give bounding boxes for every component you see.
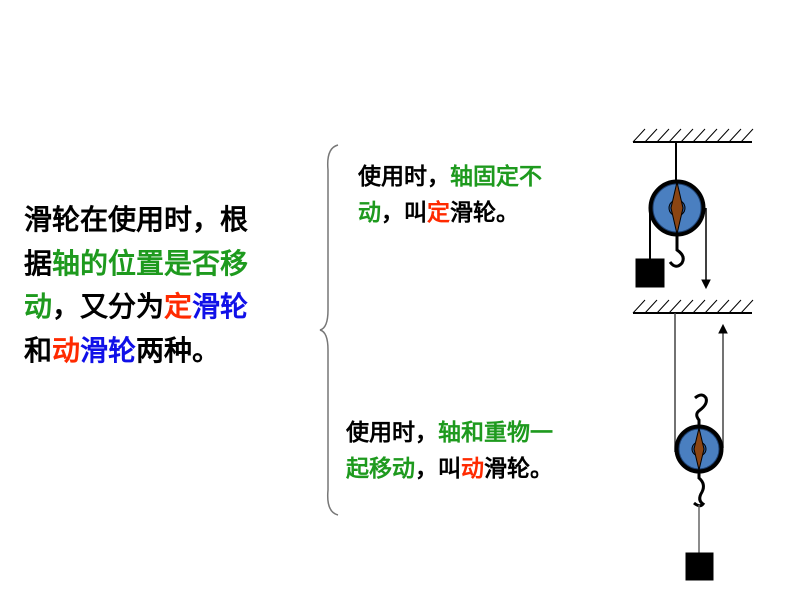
text-segment: 轴固定不 bbox=[450, 164, 542, 190]
text-segment: 动 bbox=[358, 200, 381, 226]
movable-pulley-description: 使用时，轴和重物一起移动，叫动滑轮。 bbox=[346, 415, 553, 487]
arrow-down-icon bbox=[701, 279, 711, 290]
fixed-pulley-diagram bbox=[632, 128, 754, 290]
fixed-pulley-description: 使用时，轴固定不动，叫定滑轮。 bbox=[358, 159, 542, 231]
text-segment: 两种。 bbox=[136, 333, 221, 367]
hook-icon bbox=[668, 236, 685, 268]
ceiling-hatch bbox=[632, 128, 754, 143]
pulley-definition-text: 滑轮在使用时，根据轴的位置是否移动，又分为定滑轮和动滑轮两种。 bbox=[24, 198, 248, 372]
text-line: 动，叫定滑轮。 bbox=[358, 195, 542, 231]
text-segment: 轴的位置是否移 bbox=[52, 246, 249, 280]
text-segment: 滑轮 bbox=[80, 333, 137, 367]
text-line: 使用时，轴和重物一 bbox=[346, 415, 553, 451]
text-segment: 轴和重物一 bbox=[438, 420, 553, 446]
weight-block bbox=[635, 258, 665, 288]
text-line: 和动滑轮两种。 bbox=[24, 329, 248, 373]
text-segment: 动 bbox=[52, 333, 81, 367]
text-segment: 滑轮。 bbox=[450, 200, 519, 226]
weight-block bbox=[685, 552, 714, 581]
text-line: 动，又分为定滑轮 bbox=[24, 285, 248, 329]
pulley-wheel bbox=[674, 424, 724, 474]
text-segment: 使用时， bbox=[346, 420, 438, 446]
arrow-up-icon bbox=[718, 323, 728, 334]
pulley-wheel bbox=[648, 179, 706, 237]
text-segment: ，叫 bbox=[415, 456, 461, 482]
text-segment: 定 bbox=[164, 290, 193, 323]
movable-pulley-diagram bbox=[632, 299, 754, 581]
text-line: 滑轮在使用时，根 bbox=[24, 198, 248, 242]
text-segment: 滑轮。 bbox=[484, 456, 553, 482]
lower-hook-icon bbox=[693, 473, 706, 508]
text-segment: 据 bbox=[24, 246, 53, 280]
text-segment: 滑轮在使用时，根 bbox=[24, 203, 249, 236]
text-segment: 动 bbox=[461, 456, 484, 482]
text-line: 据轴的位置是否移 bbox=[24, 242, 248, 286]
ceiling-hatch bbox=[632, 299, 754, 314]
text-line: 使用时，轴固定不 bbox=[358, 159, 542, 195]
text-line: 起移动，叫动滑轮。 bbox=[346, 451, 553, 487]
text-segment: 动 bbox=[24, 290, 53, 323]
text-segment: 使用时， bbox=[358, 164, 450, 190]
text-segment: ，又分为 bbox=[52, 290, 165, 323]
curly-brace bbox=[319, 144, 339, 516]
upper-hook-icon bbox=[694, 393, 708, 425]
text-segment: 定 bbox=[427, 200, 450, 226]
text-segment: 起移动 bbox=[346, 456, 415, 482]
text-segment: 和 bbox=[24, 333, 53, 367]
text-segment: 滑轮 bbox=[192, 290, 249, 323]
text-segment: ，叫 bbox=[381, 200, 427, 226]
